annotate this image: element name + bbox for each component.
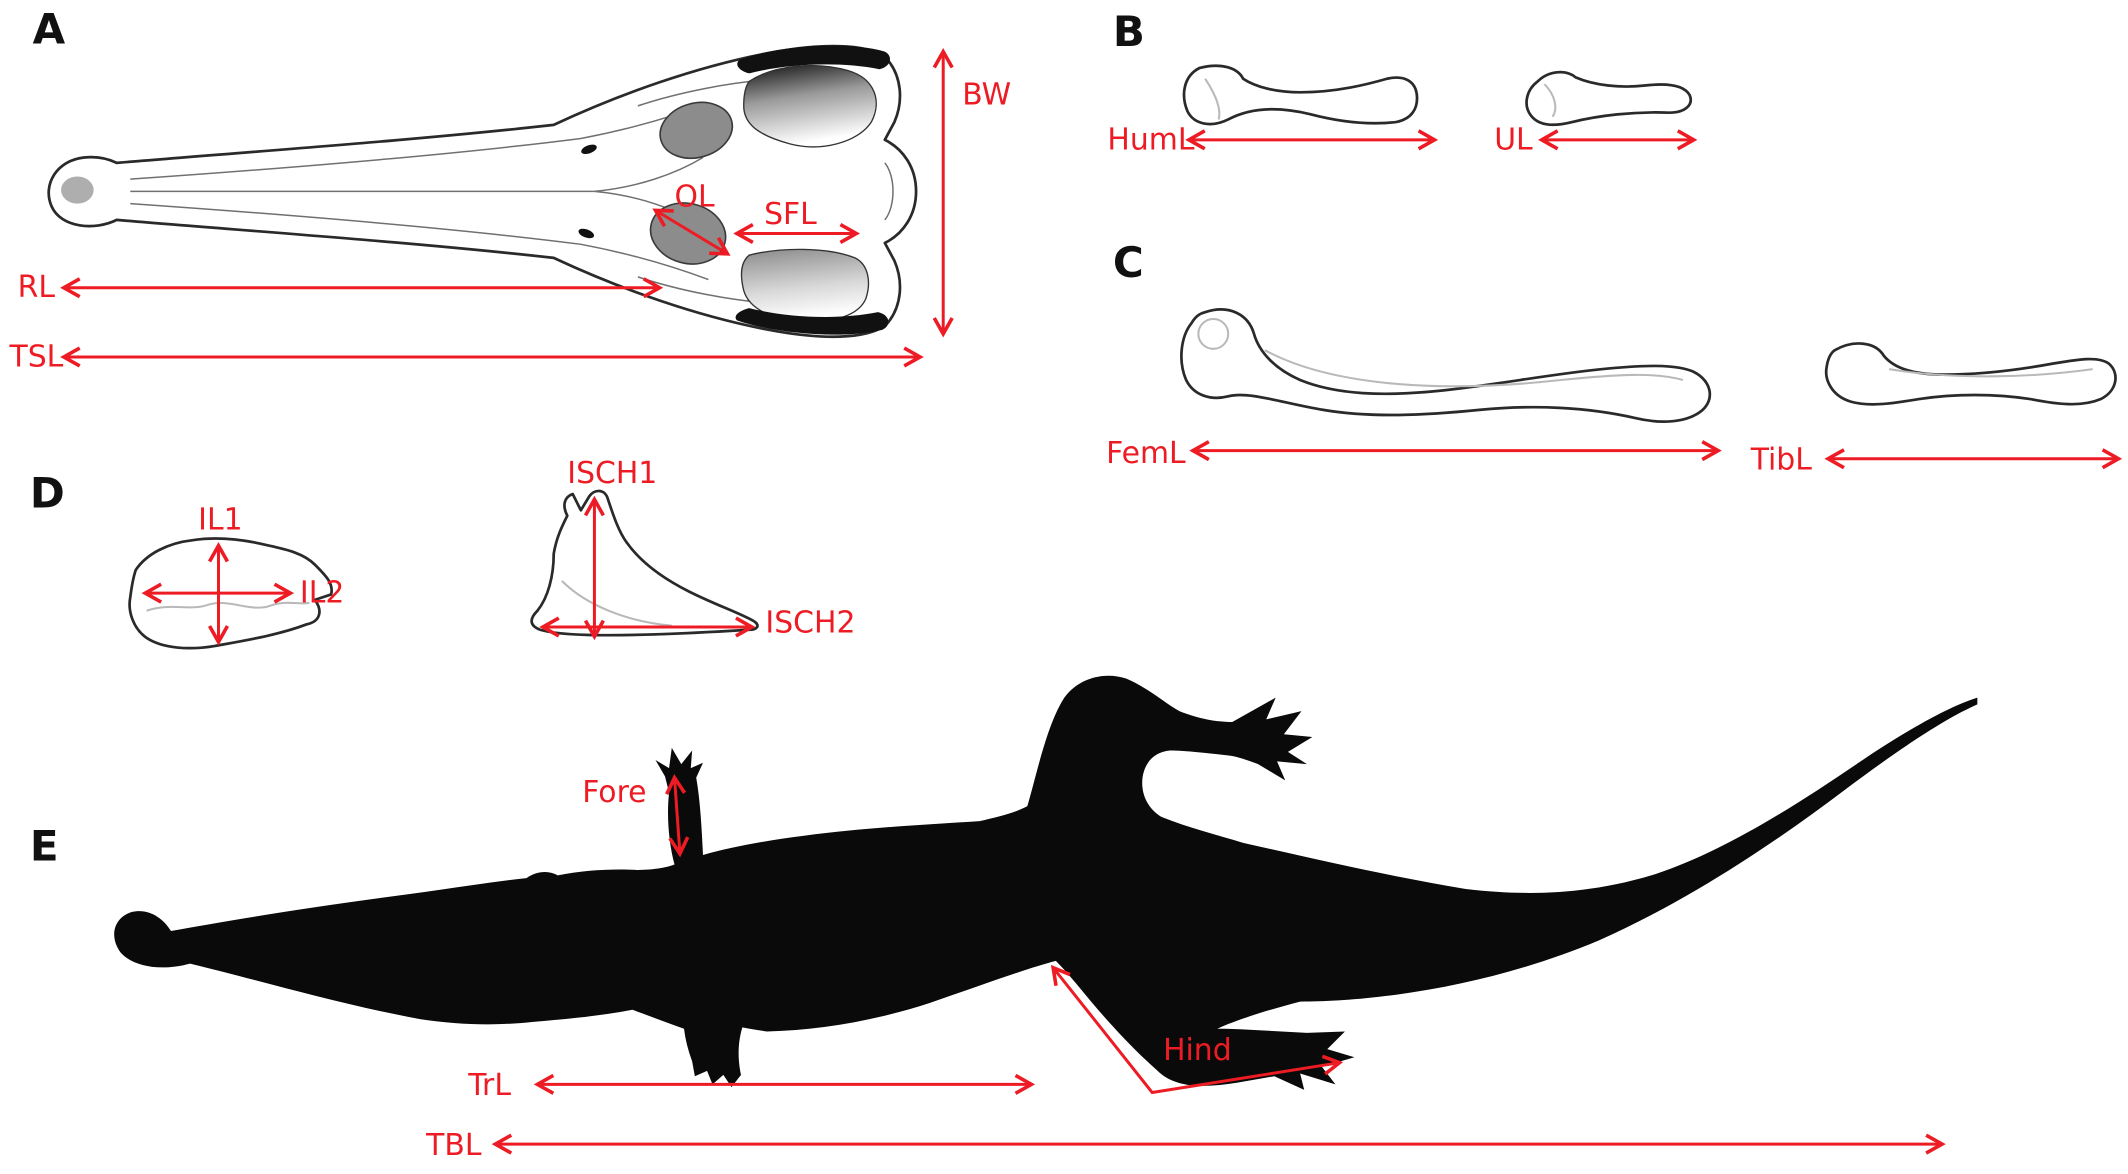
supratemporal-fenestra-lower [740, 248, 870, 323]
skull-suture-lower [130, 202, 709, 281]
sfl-label: SFL [764, 197, 817, 232]
ischium-outline [530, 489, 759, 637]
tsl-label: TSL [9, 339, 64, 374]
skull-occiput-line [884, 162, 894, 221]
femur-outline [1180, 308, 1712, 423]
preorbital-mark-upper [581, 144, 597, 155]
panel-d: D IL1 IL2 ISCH1 ISCH2 [30, 456, 855, 650]
humerus-crest-line [1204, 78, 1221, 120]
trl-label: TrL [467, 1068, 511, 1103]
panel-e: E Fore Hind TrL TBL [30, 675, 1978, 1163]
hind-arrow [1050, 964, 1344, 1095]
ul-label: UL [1494, 122, 1533, 157]
temporal-bar-lower [735, 308, 889, 335]
tibia-outline [1824, 342, 2117, 406]
tibia-shaft-line [1888, 368, 2093, 378]
ulna-detail-line [1543, 83, 1557, 118]
il1-label: IL1 [198, 502, 242, 537]
premaxilla-shade [61, 176, 94, 204]
humerus-outline [1182, 64, 1419, 126]
tibl-label: TibL [1750, 443, 1813, 478]
panel-b: B HumL UL [1107, 7, 1698, 157]
skull-suture-upper-fork [594, 156, 704, 193]
ulna-outline [1525, 70, 1692, 127]
panel-b-letter: B [1113, 7, 1145, 56]
panel-c: C FemL TibL [1106, 238, 2123, 478]
panel-a: A BW OL SFL RL TSL [9, 4, 1012, 374]
panel-a-letter: A [33, 4, 66, 53]
bw-label: BW [962, 78, 1011, 113]
orbit-upper [659, 101, 734, 160]
panel-c-letter: C [1113, 238, 1144, 287]
fore-label: Fore [582, 775, 646, 810]
ol-arrow [652, 208, 731, 256]
panel-d-letter: D [30, 469, 65, 518]
fore-arrow [665, 774, 690, 858]
isch1-label: ISCH1 [567, 456, 657, 491]
panel-e-letter: E [30, 821, 59, 870]
huml-label: HumL [1107, 122, 1194, 157]
preorbital-mark-lower [578, 228, 595, 239]
femur-shaft-line [1264, 349, 1684, 388]
femur-head-circle [1197, 317, 1230, 350]
tbl-label: TBL [425, 1128, 482, 1163]
supratemporal-fenestra-upper [743, 64, 877, 148]
il2-label: IL2 [300, 576, 344, 611]
hind-label: Hind [1163, 1033, 1232, 1068]
skull-suture-upper [130, 102, 709, 180]
ol-label: OL [675, 179, 715, 214]
rl-label: RL [18, 270, 56, 305]
temporal-bar-upper [737, 45, 890, 74]
isch2-label: ISCH2 [765, 605, 855, 640]
crocodylian-silhouette [114, 675, 1978, 1090]
feml-label: FemL [1106, 436, 1186, 471]
